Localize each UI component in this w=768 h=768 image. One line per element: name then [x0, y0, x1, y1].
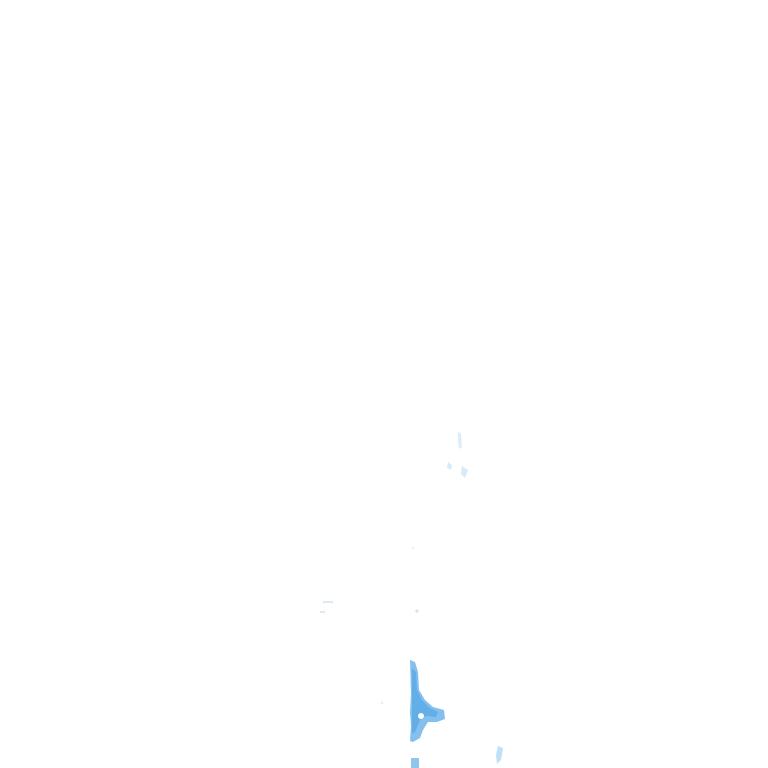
- speck-dot-3: [380, 701, 384, 705]
- speck-bottom-2: [496, 746, 503, 764]
- speck-bottom-1: [411, 758, 419, 768]
- speck-dot-1: [411, 546, 415, 550]
- speck-dot-2: [415, 609, 419, 613]
- speck-upper-2: [447, 462, 452, 470]
- speck-upper-3: [461, 466, 468, 478]
- speck-left-2: [320, 611, 325, 613]
- speck-upper-1: [458, 431, 462, 449]
- speck-left-1: [323, 601, 333, 603]
- speck-main-hole: [418, 713, 424, 719]
